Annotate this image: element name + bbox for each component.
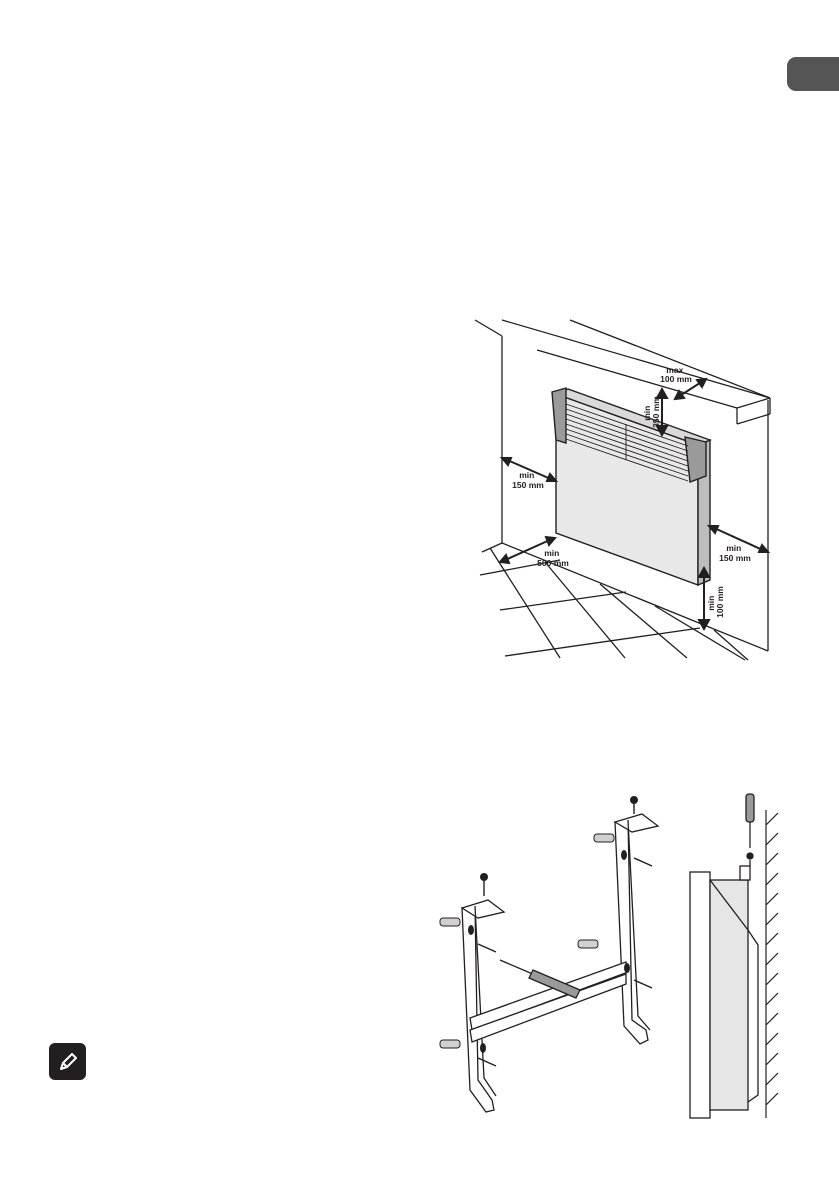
- label-front-min-value: 500 mm: [537, 558, 569, 568]
- label-top-min: min 350 mm: [642, 396, 661, 428]
- section-tab: [787, 57, 839, 91]
- label-front-min-word: min: [544, 548, 559, 558]
- label-front-min: min 500 mm: [537, 548, 569, 568]
- label-floor-min-word: min: [706, 596, 716, 611]
- label-right-min-word: min: [726, 543, 741, 553]
- label-floor-min-value: 100 mm: [715, 586, 725, 618]
- screwdriver-icon: [499, 959, 581, 999]
- mounting-diagram: [439, 793, 779, 1119]
- label-left-min: min 150 mm: [512, 470, 544, 490]
- label-floor-min: min 100 mm: [706, 586, 725, 618]
- label-top-min-value: 350 mm: [651, 396, 661, 428]
- label-top-max: max 100 mm: [660, 365, 692, 384]
- label-top-max-word: max: [666, 365, 683, 375]
- label-left-min-value: 150 mm: [512, 480, 544, 490]
- label-right-min-value: 150 mm: [719, 553, 751, 563]
- label-top-max-value: 100 mm: [660, 374, 692, 384]
- label-left-min-word: min: [519, 470, 534, 480]
- clearance-diagram: max 100 mm min 350 mm min 150 mm min 500…: [474, 319, 771, 661]
- label-top-min-word: min: [642, 406, 652, 421]
- pencil-icon: [49, 1043, 86, 1080]
- label-right-min: min 150 mm: [719, 543, 751, 563]
